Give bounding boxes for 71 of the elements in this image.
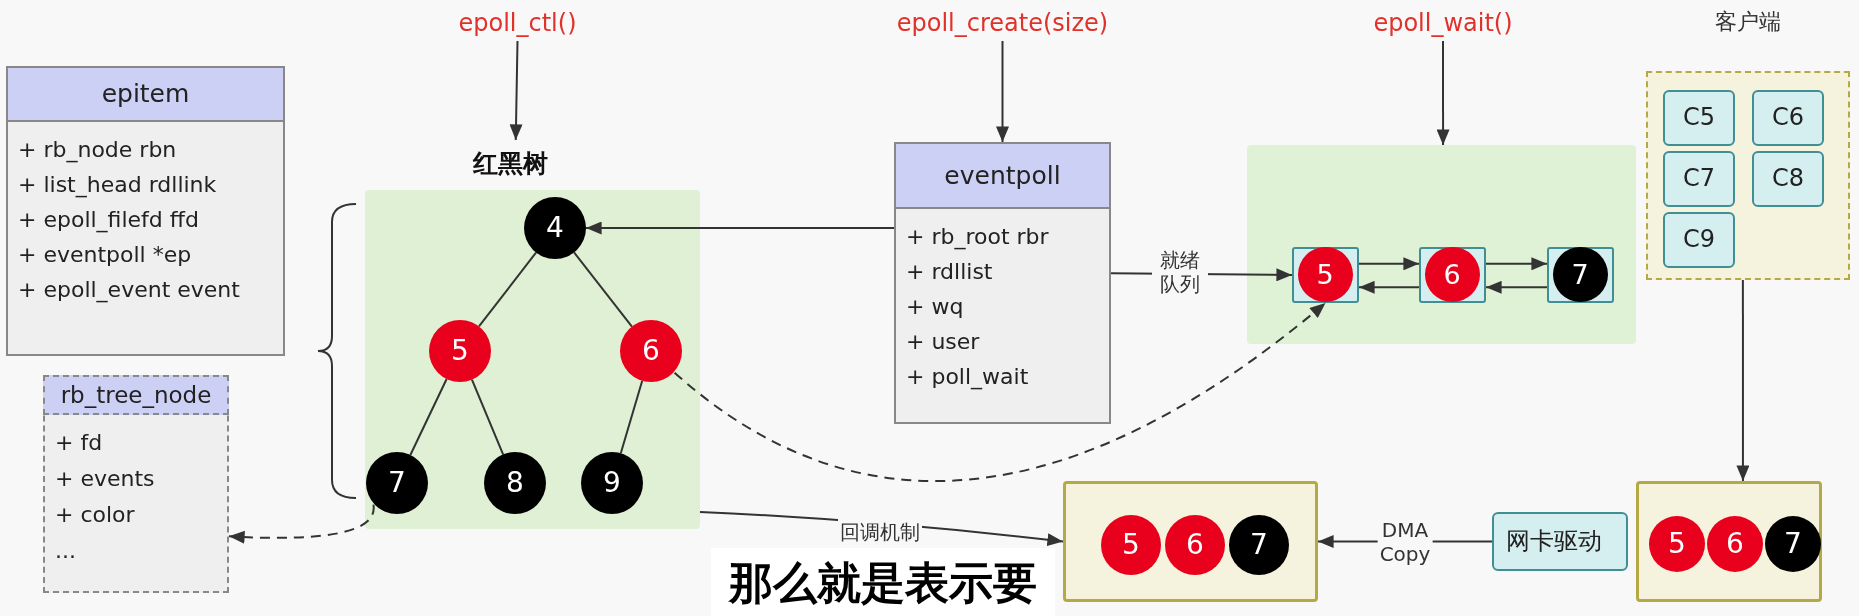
list-cell (1419, 247, 1486, 303)
connector-line (409, 378, 448, 456)
field-text: + wq (906, 293, 964, 321)
number-circle: 7 (1552, 247, 1608, 302)
subtitle: 那么就是表示要 (711, 548, 1055, 616)
field-text: + epoll_event event (18, 276, 240, 305)
number-circle: 6 (1165, 515, 1225, 575)
struct-box (43, 375, 229, 593)
number-circle: 9 (581, 452, 643, 514)
number-circle: 8 (484, 452, 546, 514)
connection-box: C9 (1663, 212, 1735, 268)
connector-line (470, 378, 505, 456)
class-box (6, 66, 285, 356)
arrow (509, 40, 523, 141)
connector-line (477, 251, 538, 328)
buffer-box (1636, 481, 1822, 602)
field-text: + rb_node rbn (18, 136, 177, 165)
number-circle: 6 (1424, 247, 1480, 302)
field-text: + fd (55, 429, 103, 457)
buffer-box (1063, 481, 1318, 602)
field-text: + epoll_filefd ffd (18, 206, 199, 235)
number-circle: 5 (1101, 515, 1161, 575)
arrow (1736, 279, 1750, 482)
arrow (1485, 257, 1548, 271)
field-text: + poll_wait (906, 363, 1029, 392)
field-text: + color (55, 501, 135, 529)
list-cell (1292, 247, 1359, 303)
number-circle: 7 (1765, 516, 1821, 572)
number-circle: 6 (620, 320, 682, 382)
connection-box: C8 (1752, 151, 1824, 207)
edge-label: 就绪队列 (1152, 247, 1208, 297)
field-text: + rdllist (906, 258, 993, 286)
number-circle: 5 (1649, 516, 1705, 572)
number-circle: 5 (1297, 247, 1353, 302)
driver-label: 网卡驱动 (1492, 512, 1628, 571)
field-text: + user (906, 328, 980, 356)
dashed-arrow (228, 503, 375, 544)
function-label: epoll_ctl() (455, 5, 580, 41)
arrow (996, 40, 1009, 143)
function-label: epoll_create(size) (880, 5, 1125, 41)
class-box (894, 142, 1111, 424)
arrow (1358, 257, 1420, 271)
connection-box: C6 (1752, 90, 1824, 146)
field-text: + rb_root rbr (906, 223, 1049, 252)
field-text: + eventpoll *ep (18, 241, 192, 269)
heading: 客户端 (1714, 8, 1782, 36)
function-label: epoll_wait() (1365, 5, 1521, 41)
field-text: ... (55, 537, 76, 565)
class-header: eventpoll (894, 142, 1111, 209)
heading: 红黑树 (472, 148, 549, 180)
arrow (1436, 40, 1450, 146)
number-circle: 7 (1229, 515, 1289, 575)
edge-label: 回调机制 (838, 519, 922, 545)
number-circle: 7 (366, 452, 428, 514)
arrow (1485, 280, 1548, 294)
connector-line (619, 379, 644, 455)
class-header: rb_tree_node (43, 375, 229, 415)
class-header: epitem (6, 66, 285, 122)
number-circle: 6 (1707, 516, 1763, 572)
number-circle: 4 (524, 197, 586, 259)
arrow (1358, 280, 1420, 294)
queue-panel (1247, 145, 1636, 344)
connector-line (573, 251, 633, 328)
field-text: + events (55, 465, 155, 493)
arrow (585, 221, 895, 235)
connection-box: C7 (1663, 151, 1735, 207)
field-text: + list_head rdllink (18, 171, 217, 200)
number-circle: 5 (429, 320, 491, 382)
dashed-arrow (673, 302, 1327, 482)
list-cell (1547, 247, 1614, 303)
connection-box: C5 (1663, 90, 1735, 146)
